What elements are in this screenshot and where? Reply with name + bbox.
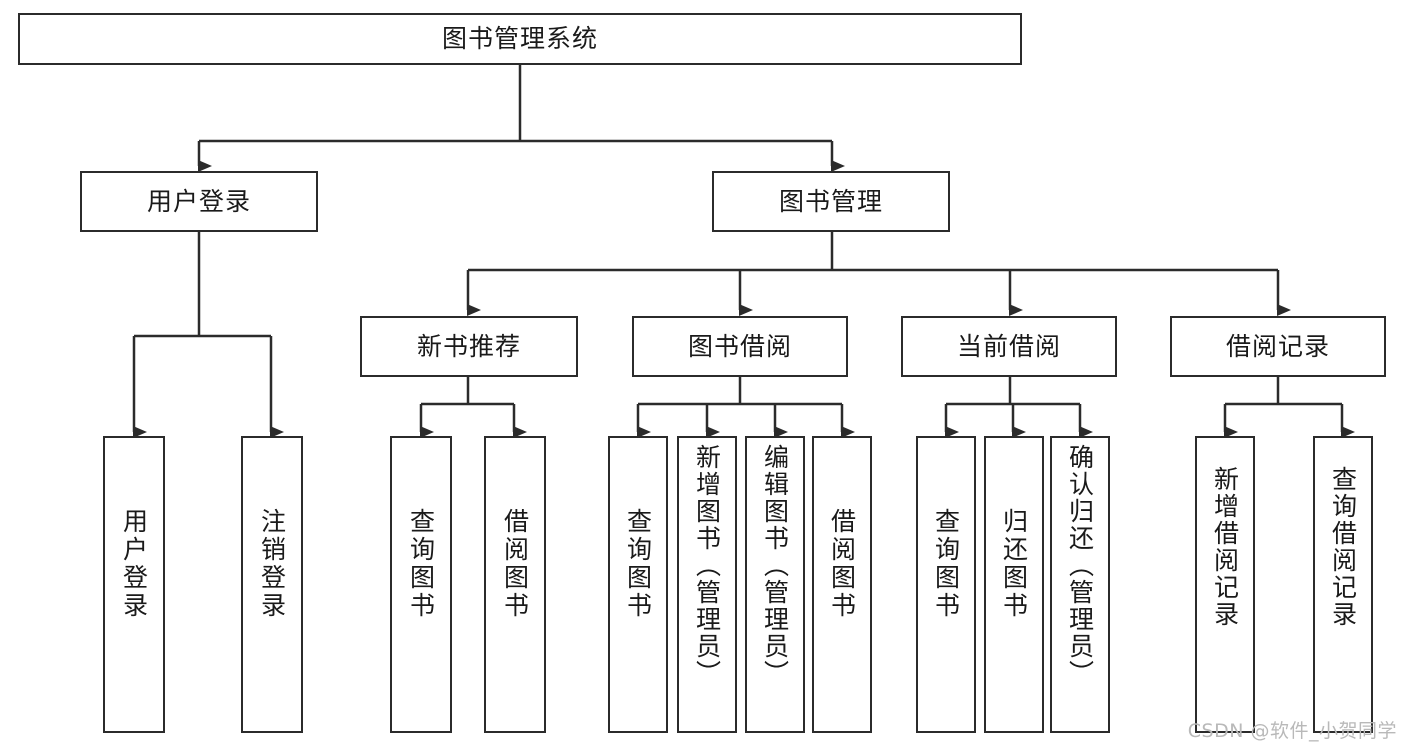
- node-borrow-record-label: 借阅记录: [1225, 331, 1330, 361]
- node-leaf-confirm-return[interactable]: 确认归还（管理员）: [1050, 436, 1110, 733]
- node-user-login[interactable]: 用户登录: [80, 171, 318, 232]
- node-root[interactable]: 图书管理系统: [18, 13, 1022, 65]
- node-book-borrow[interactable]: 图书借阅: [632, 316, 848, 377]
- node-leaf-user-login-label: 用户登录: [119, 508, 149, 620]
- node-leaf-query-book-2-label: 查询图书: [623, 508, 653, 620]
- node-leaf-edit-book[interactable]: 编辑图书（管理员）: [745, 436, 805, 733]
- node-leaf-borrow-book-2[interactable]: 借阅图书: [812, 436, 872, 733]
- node-leaf-borrow-book-1-label: 借阅图书: [500, 508, 530, 620]
- node-leaf-add-book-label: 新增图书（管理员）: [692, 444, 722, 687]
- node-current-borrow[interactable]: 当前借阅: [901, 316, 1117, 377]
- node-leaf-query-book-2[interactable]: 查询图书: [608, 436, 668, 733]
- node-leaf-borrow-book-2-label: 借阅图书: [827, 508, 857, 620]
- node-leaf-query-book-3-label: 查询图书: [931, 508, 961, 620]
- node-leaf-borrow-book-1[interactable]: 借阅图书: [484, 436, 546, 733]
- node-book-manage[interactable]: 图书管理: [712, 171, 950, 232]
- node-new-book-rec[interactable]: 新书推荐: [360, 316, 578, 377]
- node-leaf-query-record-label: 查询借阅记录: [1328, 466, 1358, 628]
- node-leaf-logout[interactable]: 注销登录: [241, 436, 303, 733]
- node-leaf-confirm-return-label: 确认归还（管理员）: [1065, 444, 1095, 687]
- node-leaf-logout-label: 注销登录: [257, 508, 287, 620]
- node-borrow-record[interactable]: 借阅记录: [1170, 316, 1386, 377]
- node-leaf-user-login[interactable]: 用户登录: [103, 436, 165, 733]
- node-leaf-query-record[interactable]: 查询借阅记录: [1313, 436, 1373, 733]
- node-leaf-return-book-label: 归还图书: [999, 508, 1029, 620]
- node-book-borrow-label: 图书借阅: [687, 331, 792, 361]
- node-leaf-query-book-3[interactable]: 查询图书: [916, 436, 976, 733]
- node-leaf-add-record-label: 新增借阅记录: [1210, 466, 1240, 628]
- node-new-book-rec-label: 新书推荐: [416, 331, 521, 361]
- node-leaf-return-book[interactable]: 归还图书: [984, 436, 1044, 733]
- node-leaf-query-book-1-label: 查询图书: [406, 508, 436, 620]
- node-current-borrow-label: 当前借阅: [956, 331, 1061, 361]
- node-book-manage-label: 图书管理: [778, 186, 883, 216]
- node-leaf-edit-book-label: 编辑图书（管理员）: [760, 444, 790, 687]
- node-leaf-add-record[interactable]: 新增借阅记录: [1195, 436, 1255, 733]
- csdn-watermark: CSDN @软件_小贺同学: [1187, 720, 1397, 742]
- node-root-label: 图书管理系统: [441, 24, 598, 53]
- node-leaf-add-book[interactable]: 新增图书（管理员）: [677, 436, 737, 733]
- node-leaf-query-book-1[interactable]: 查询图书: [390, 436, 452, 733]
- node-user-login-label: 用户登录: [146, 186, 251, 216]
